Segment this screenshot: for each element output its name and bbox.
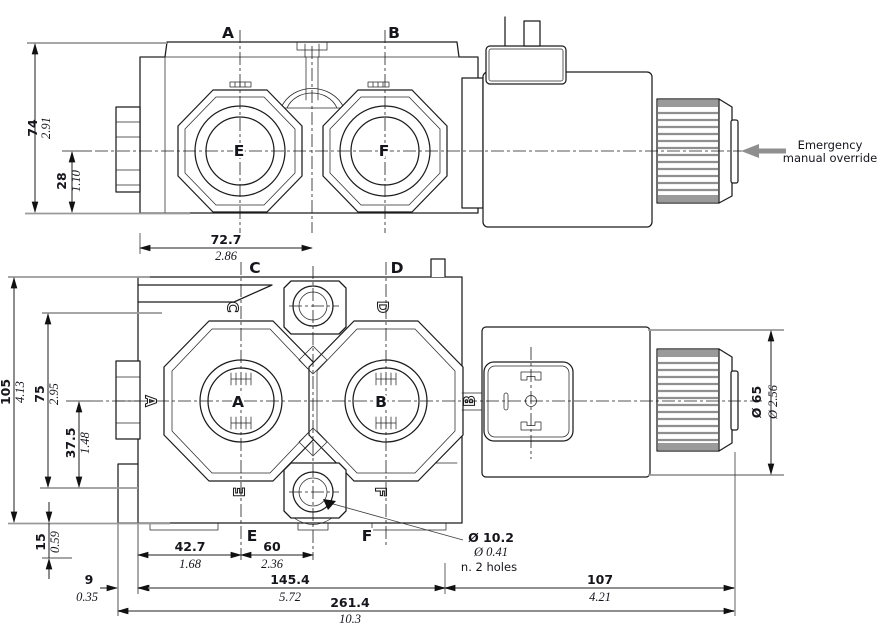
bottom-port-c [283, 280, 347, 335]
svg-text:37.5: 37.5 [63, 428, 78, 459]
bottom-hex-plug [115, 360, 141, 440]
dim-72-7: 72.7 2.86 [139, 232, 313, 263]
svg-text:42.7: 42.7 [175, 539, 206, 554]
svg-text:0.59: 0.59 [48, 530, 62, 553]
override-note-line2: manual override [783, 151, 877, 165]
mounting-base-edge [117, 463, 139, 524]
dim-15: 15 0.59 [33, 502, 72, 579]
svg-text:60: 60 [263, 539, 281, 554]
connector-pin-2 [523, 20, 541, 47]
port-label-e: E [247, 527, 258, 545]
svg-text:0.35: 0.35 [76, 590, 98, 604]
override-note-line1: Emergency [798, 138, 863, 152]
dim-74: 74 2.91 [25, 42, 190, 215]
port-label-b-top: B [388, 24, 400, 42]
hole-callout-mm: Ø 10.2 [468, 530, 514, 545]
svg-text:2.95: 2.95 [47, 383, 61, 405]
dim-75: 75 2.95 [32, 312, 162, 489]
stamp-c: C [224, 301, 242, 312]
stamp-a: A [142, 395, 160, 407]
dim-coil-diameter: Ø 65 Ø 2.56 [648, 329, 784, 476]
svg-text:1.68: 1.68 [179, 557, 202, 571]
stamp-b: B [461, 395, 479, 406]
svg-text:Ø 65: Ø 65 [749, 386, 764, 418]
hole-callout-note: n. 2 holes [461, 560, 517, 574]
bottom-port-drain [283, 462, 347, 525]
dim-105: 105 4.13 [0, 276, 170, 525]
dim-60: 60 2.36 [240, 539, 314, 571]
svg-text:4.13: 4.13 [13, 381, 27, 403]
top-connector [485, 16, 567, 85]
svg-text:2.91: 2.91 [39, 117, 53, 139]
svg-text:10.3: 10.3 [339, 612, 361, 624]
svg-text:72.7: 72.7 [211, 232, 242, 247]
top-view: Emergency manual override A B E F 74 2.9… [25, 16, 877, 263]
svg-text:105: 105 [0, 379, 13, 405]
svg-text:74: 74 [25, 119, 40, 137]
top-hex-plug [115, 106, 141, 193]
stamp-d: D [374, 301, 392, 313]
svg-text:75: 75 [32, 385, 47, 402]
stamp-f: F [372, 487, 390, 497]
port-label-a: A [232, 393, 244, 411]
hole-callout-in: Ø 0.41 [473, 545, 508, 559]
svg-text:28: 28 [54, 172, 69, 189]
svg-text:2.36: 2.36 [261, 557, 284, 571]
bottom-override-knob [656, 348, 739, 452]
port-label-b: B [375, 393, 387, 411]
stamp-e: E [231, 487, 249, 497]
top-solenoid-coil [482, 71, 653, 228]
port-label-d: D [391, 259, 404, 277]
svg-text:4.21: 4.21 [589, 590, 611, 604]
port-label-c: C [249, 259, 260, 277]
override-arrow-icon [741, 144, 786, 158]
bottom-connector-face [483, 361, 574, 442]
port-label-f-top: F [379, 142, 390, 160]
svg-text:145.4: 145.4 [270, 572, 310, 587]
svg-text:15: 15 [33, 533, 48, 550]
svg-text:Ø 2.56: Ø 2.56 [766, 384, 780, 420]
port-label-e-top: E [234, 142, 245, 160]
dim-261-4: 261.4 10.3 [117, 595, 735, 624]
dim-42-7: 42.7 1.68 [137, 539, 242, 571]
svg-text:261.4: 261.4 [330, 595, 370, 610]
svg-text:2.86: 2.86 [215, 249, 238, 263]
port-label-f: F [362, 527, 373, 545]
hole-callout: Ø 10.2 Ø 0.41 n. 2 holes [323, 499, 517, 574]
top-end-plate [461, 77, 484, 209]
bottom-view: C D A B E F C D A B E F Ø 10.2 Ø 0.41 n.… [0, 257, 784, 624]
svg-text:5.72: 5.72 [279, 590, 301, 604]
port-label-a-top: A [222, 24, 234, 42]
svg-text:1.48: 1.48 [78, 431, 92, 454]
dim-145-4: 145.4 5.72 [137, 572, 446, 604]
dim-28: 28 1.10 [54, 150, 92, 213]
svg-text:1.10: 1.10 [69, 169, 83, 192]
dim-107: 107 4.21 [444, 572, 735, 604]
svg-text:107: 107 [587, 572, 613, 587]
dim-37-5: 37.5 1.48 [63, 400, 92, 488]
svg-text:9: 9 [85, 572, 94, 587]
